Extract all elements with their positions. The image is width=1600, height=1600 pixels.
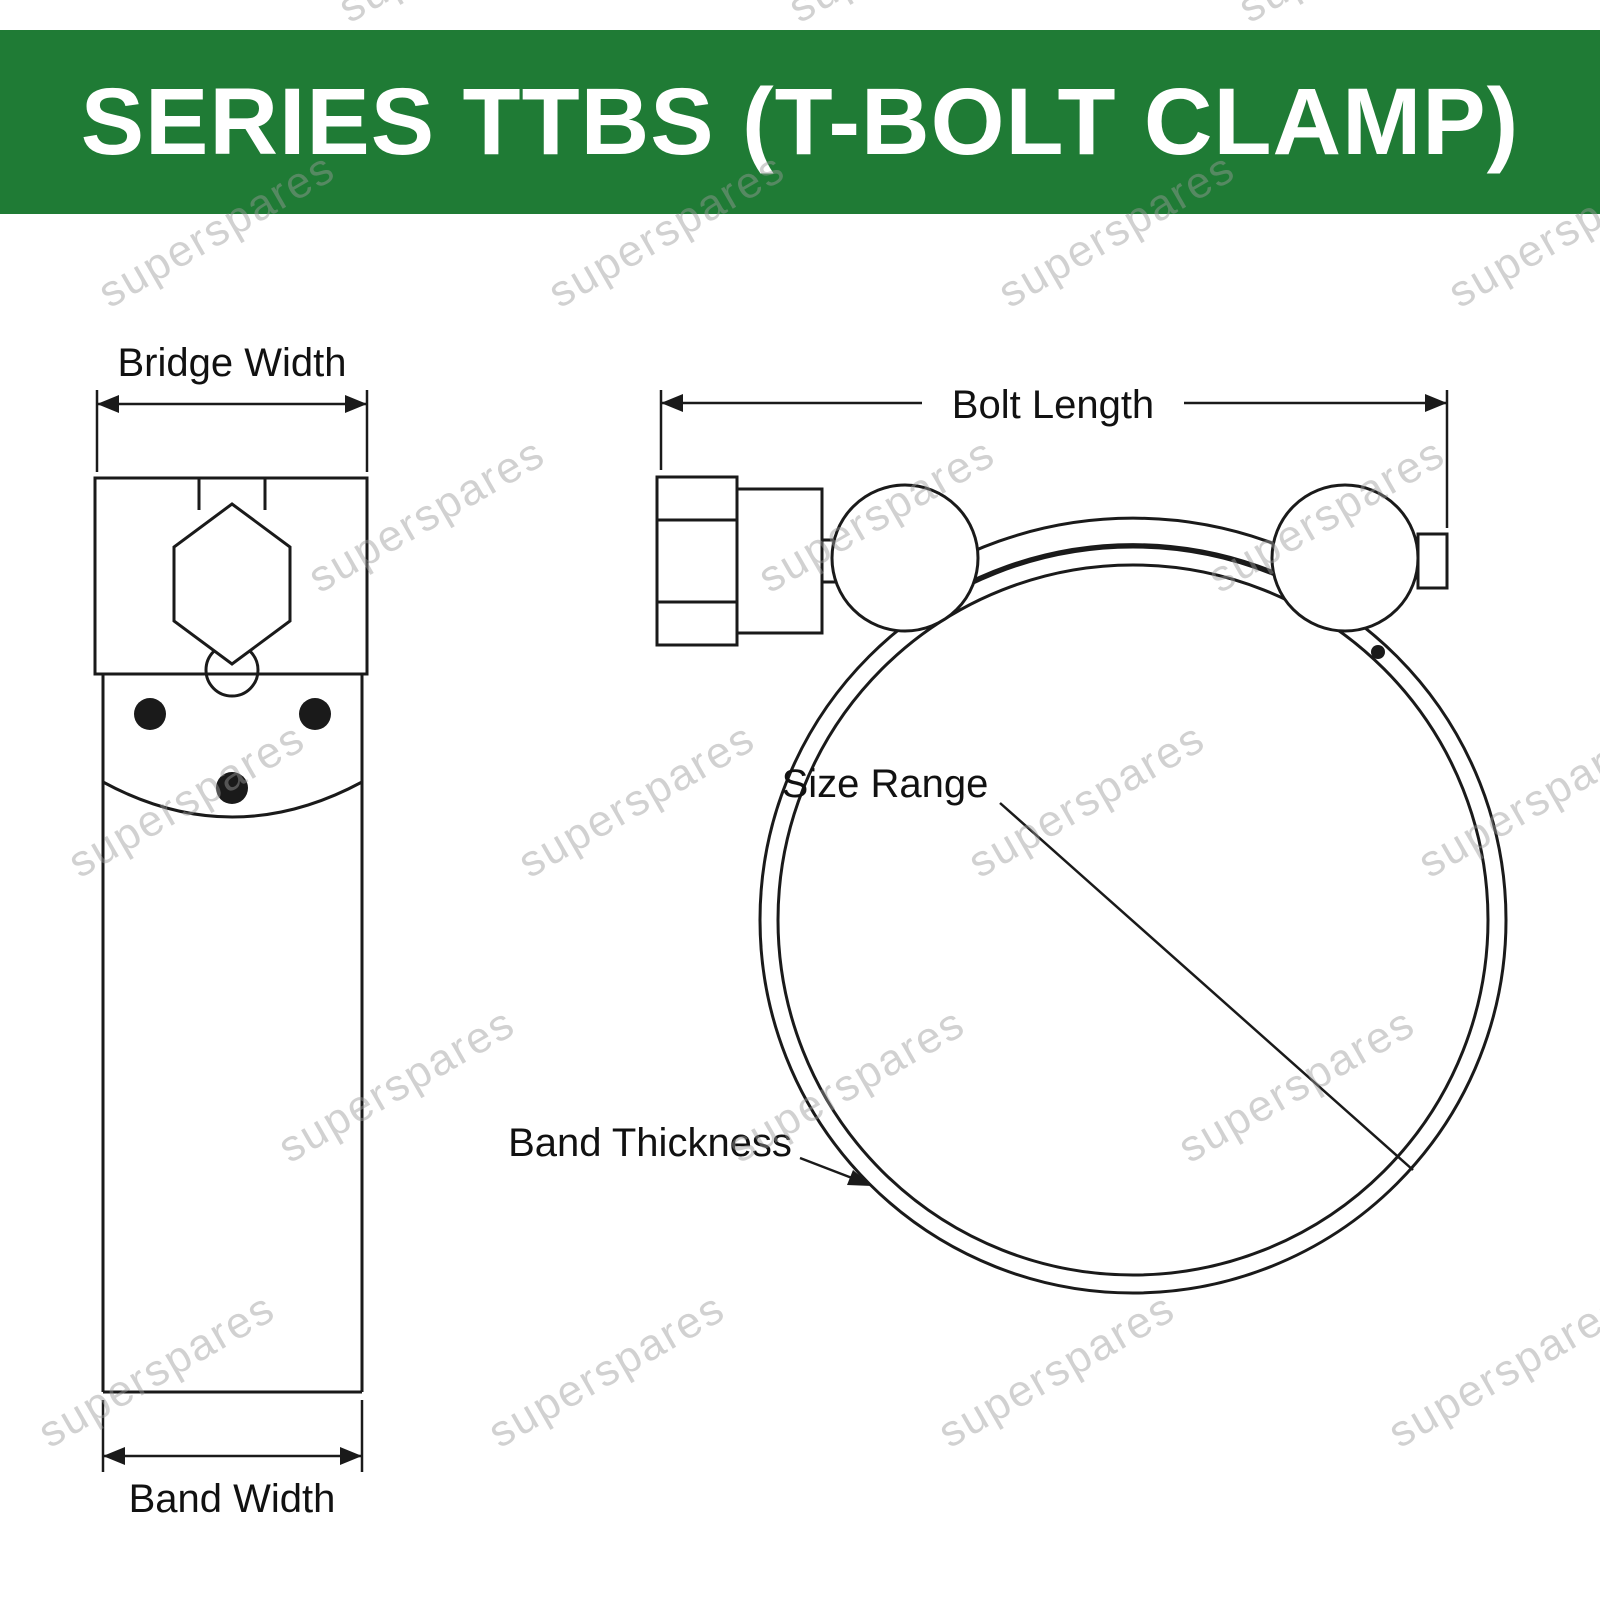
size-range-label: Size Range <box>782 762 989 806</box>
dim-arrow-left-icon <box>661 394 683 412</box>
band-inner-circle <box>776 563 1490 1277</box>
spot-weld-dot <box>216 772 248 804</box>
trunnion-right <box>1270 483 1420 633</box>
spot-weld-dot <box>299 698 331 730</box>
hex-nut-icon <box>655 475 739 647</box>
dim-arrow-right-icon <box>1425 394 1447 412</box>
dim-arrow-right-icon <box>340 1447 362 1465</box>
band-width-label: Band Width <box>129 1477 336 1521</box>
bolt-length-label-mask <box>922 381 1184 427</box>
band-outer-circle <box>758 545 1508 1295</box>
size-range-line <box>999 802 1414 1171</box>
dim-arrow-left-icon <box>103 1447 125 1465</box>
rivet-dot <box>1371 645 1385 659</box>
header-title: SERIES TTBS (T-BOLT CLAMP) <box>80 68 1520 175</box>
dim-arrow-right-icon <box>345 395 367 413</box>
band-thickness-arrow-icon <box>847 1170 872 1186</box>
front-view: Bridge Width Band Width <box>93 341 369 1521</box>
trunnion-left <box>830 483 980 633</box>
saddle-curve <box>102 780 363 819</box>
spot-weld-dot <box>134 698 166 730</box>
header-banner: SERIES TTBS (T-BOLT CLAMP) <box>0 30 1600 214</box>
bridge-housing <box>93 476 369 676</box>
nut-sleeve <box>735 487 824 635</box>
side-view: Bolt Length Size Range Band Thickness <box>508 381 1508 1295</box>
band-thickness-label: Band Thickness <box>508 1121 792 1165</box>
bolt-length-label: Bolt Length <box>952 383 1154 427</box>
dim-arrow-left-icon <box>97 395 119 413</box>
band-thickness-leader-line <box>799 1156 853 1180</box>
bolt-end <box>1416 532 1449 590</box>
bridge-width-label: Bridge Width <box>118 341 347 385</box>
hex-bolt-head-icon <box>172 502 292 666</box>
